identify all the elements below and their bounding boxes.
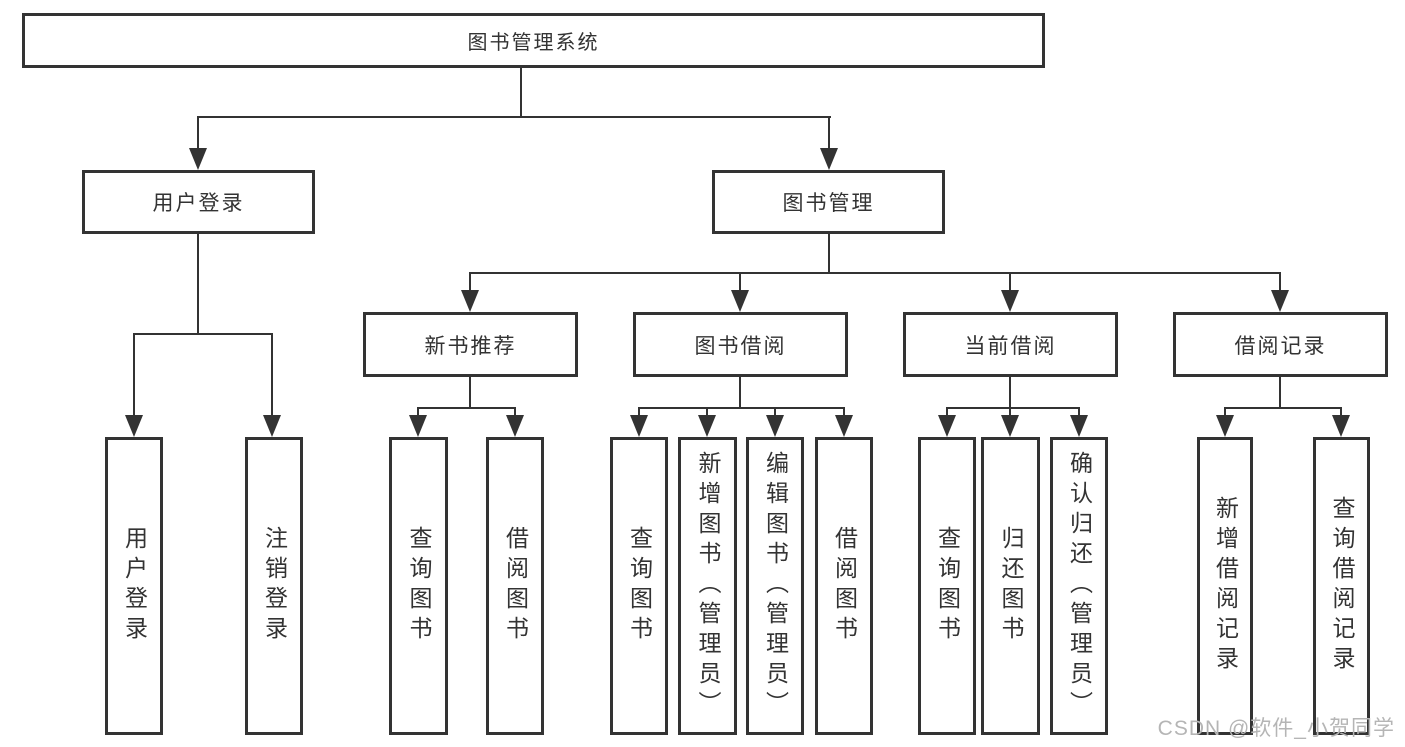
- arrow-stem: [1279, 272, 1281, 290]
- arrowhead-down-icon: [1001, 290, 1019, 312]
- node-leaf-query-books-borrowing: 查询图书: [610, 437, 668, 735]
- node-library-system: 图书管理系统: [22, 13, 1045, 68]
- node-leaf-borrow-books-recommend: 借阅图书: [486, 437, 544, 735]
- arrowhead-down-icon: [461, 290, 479, 312]
- node-borrow-records: 借阅记录: [1173, 312, 1388, 377]
- node-leaf-add-books-admin: 新增图书（管理员）: [678, 437, 737, 735]
- connector-level2-branch: [469, 272, 1281, 274]
- arrowhead-down-icon: [1001, 415, 1019, 437]
- arrowhead-down-icon: [189, 148, 207, 170]
- node-leaf-borrow-books: 借阅图书: [815, 437, 873, 735]
- arrow-stem: [133, 333, 135, 415]
- node-leaf-query-books-current: 查询图书: [918, 437, 976, 735]
- connector-root-trunk: [520, 67, 522, 118]
- arrow-stem: [946, 407, 948, 417]
- arrowhead-down-icon: [409, 415, 427, 437]
- connector-userlogin-drop: [197, 233, 199, 335]
- connector-newbooks-drop: [469, 376, 471, 409]
- connector-level1-branch: [197, 116, 831, 118]
- connector-currentborrow-branch: [946, 407, 1080, 409]
- node-user-login: 用户登录: [82, 170, 315, 234]
- connector-userlogin-branch: [133, 333, 273, 335]
- node-leaf-query-books-recommend: 查询图书: [389, 437, 448, 735]
- csdn-watermark: CSDN @软件_小贺同学: [1157, 717, 1395, 740]
- node-current-borrowing: 当前借阅: [903, 312, 1118, 377]
- arrowhead-down-icon: [731, 290, 749, 312]
- arrowhead-down-icon: [1332, 415, 1350, 437]
- node-new-book-recommend: 新书推荐: [363, 312, 578, 377]
- arrow-stem: [843, 407, 845, 417]
- node-leaf-logout: 注销登录: [245, 437, 303, 735]
- arrow-stem: [739, 272, 741, 290]
- connector-bookmgmt-drop: [828, 233, 830, 274]
- arrow-stem: [706, 407, 708, 417]
- arrow-stem: [774, 407, 776, 417]
- arrow-stem: [417, 407, 419, 417]
- arrow-stem: [1009, 272, 1011, 290]
- connector-newbooks-branch: [417, 407, 516, 409]
- node-leaf-add-borrow-record: 新增借阅记录: [1197, 437, 1253, 735]
- arrowhead-down-icon: [835, 415, 853, 437]
- arrow-stem: [271, 333, 273, 415]
- arrowhead-down-icon: [1216, 415, 1234, 437]
- arrowhead-down-icon: [125, 415, 143, 437]
- arrow-stem: [828, 116, 830, 148]
- node-book-borrowing: 图书借阅: [633, 312, 848, 377]
- arrowhead-down-icon: [766, 415, 784, 437]
- arrowhead-down-icon: [630, 415, 648, 437]
- node-leaf-confirm-return-admin: 确认归还（管理员）: [1050, 437, 1108, 735]
- arrowhead-down-icon: [263, 415, 281, 437]
- arrowhead-down-icon: [938, 415, 956, 437]
- arrow-stem: [1340, 407, 1342, 417]
- connector-borrowrecords-branch: [1224, 407, 1342, 409]
- arrow-stem: [1224, 407, 1226, 417]
- arrow-stem: [638, 407, 640, 417]
- connector-currentborrow-drop: [1009, 376, 1011, 409]
- arrow-stem: [1078, 407, 1080, 417]
- node-book-management: 图书管理: [712, 170, 945, 234]
- node-leaf-user-login: 用户登录: [105, 437, 163, 735]
- arrow-stem: [514, 407, 516, 417]
- arrowhead-down-icon: [1070, 415, 1088, 437]
- connector-bookborrow-branch: [638, 407, 845, 409]
- node-leaf-edit-books-admin: 编辑图书（管理员）: [746, 437, 804, 735]
- arrowhead-down-icon: [1271, 290, 1289, 312]
- node-leaf-return-books: 归还图书: [981, 437, 1040, 735]
- arrow-stem: [197, 116, 199, 148]
- arrowhead-down-icon: [820, 148, 838, 170]
- connector-borrowrecords-drop: [1279, 376, 1281, 409]
- arrowhead-down-icon: [506, 415, 524, 437]
- arrowhead-down-icon: [698, 415, 716, 437]
- arrow-stem: [469, 272, 471, 290]
- connector-bookborrow-drop: [739, 376, 741, 409]
- node-leaf-query-borrow-record: 查询借阅记录: [1313, 437, 1370, 735]
- arrow-stem: [1009, 407, 1011, 417]
